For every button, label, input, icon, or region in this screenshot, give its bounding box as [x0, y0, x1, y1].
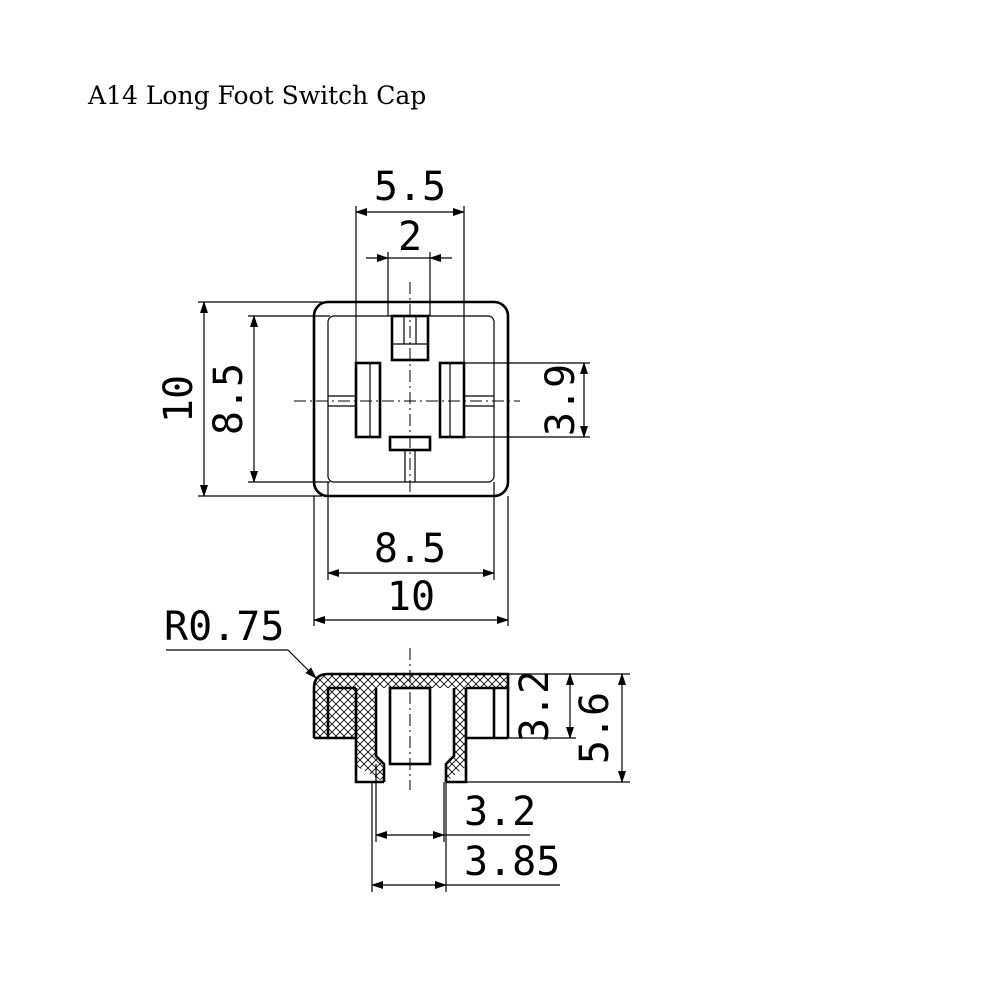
left-leg: [354, 688, 384, 784]
dim-left-height-outer: 10: [156, 375, 202, 423]
bottom-stem: [388, 435, 432, 452]
dim-side-height-outer: 5.6: [572, 692, 618, 764]
top-plate-outline: [312, 672, 510, 738]
top-stem: [390, 314, 430, 362]
stem-cavity: [388, 686, 432, 766]
dim-radius: R0.75: [164, 604, 284, 650]
left-stem: [354, 361, 382, 439]
dim-foot-width-outer: 3.85: [464, 839, 560, 885]
cap-outer-outline: [312, 300, 510, 498]
dim-right-height: 3.9: [538, 364, 584, 436]
section-hatch: [314, 674, 508, 782]
radius-leader: [287, 649, 317, 679]
dim-foot-width-inner: 3.2: [464, 789, 536, 835]
dim-bottom-width-outer: 10: [387, 574, 435, 620]
right-stem: [438, 361, 466, 439]
dim-top-width-outer: 5.5: [374, 164, 446, 210]
dim-side-height-inner: 3.2: [512, 670, 558, 742]
dim-bottom-width-inner: 8.5: [374, 526, 446, 572]
cap-inner-outline: [327, 315, 495, 483]
dim-left-height-inner: 8.5: [206, 363, 252, 435]
dim-top-width-inner: 2: [398, 214, 422, 260]
drawing-title: A14 Long Foot Switch Cap: [87, 81, 426, 110]
top-view: 5.5 2 10 8.5 3.9 8.5 10: [156, 164, 590, 626]
side-view: R0.75 3.2 5.6 3.2 3.85: [164, 604, 630, 892]
